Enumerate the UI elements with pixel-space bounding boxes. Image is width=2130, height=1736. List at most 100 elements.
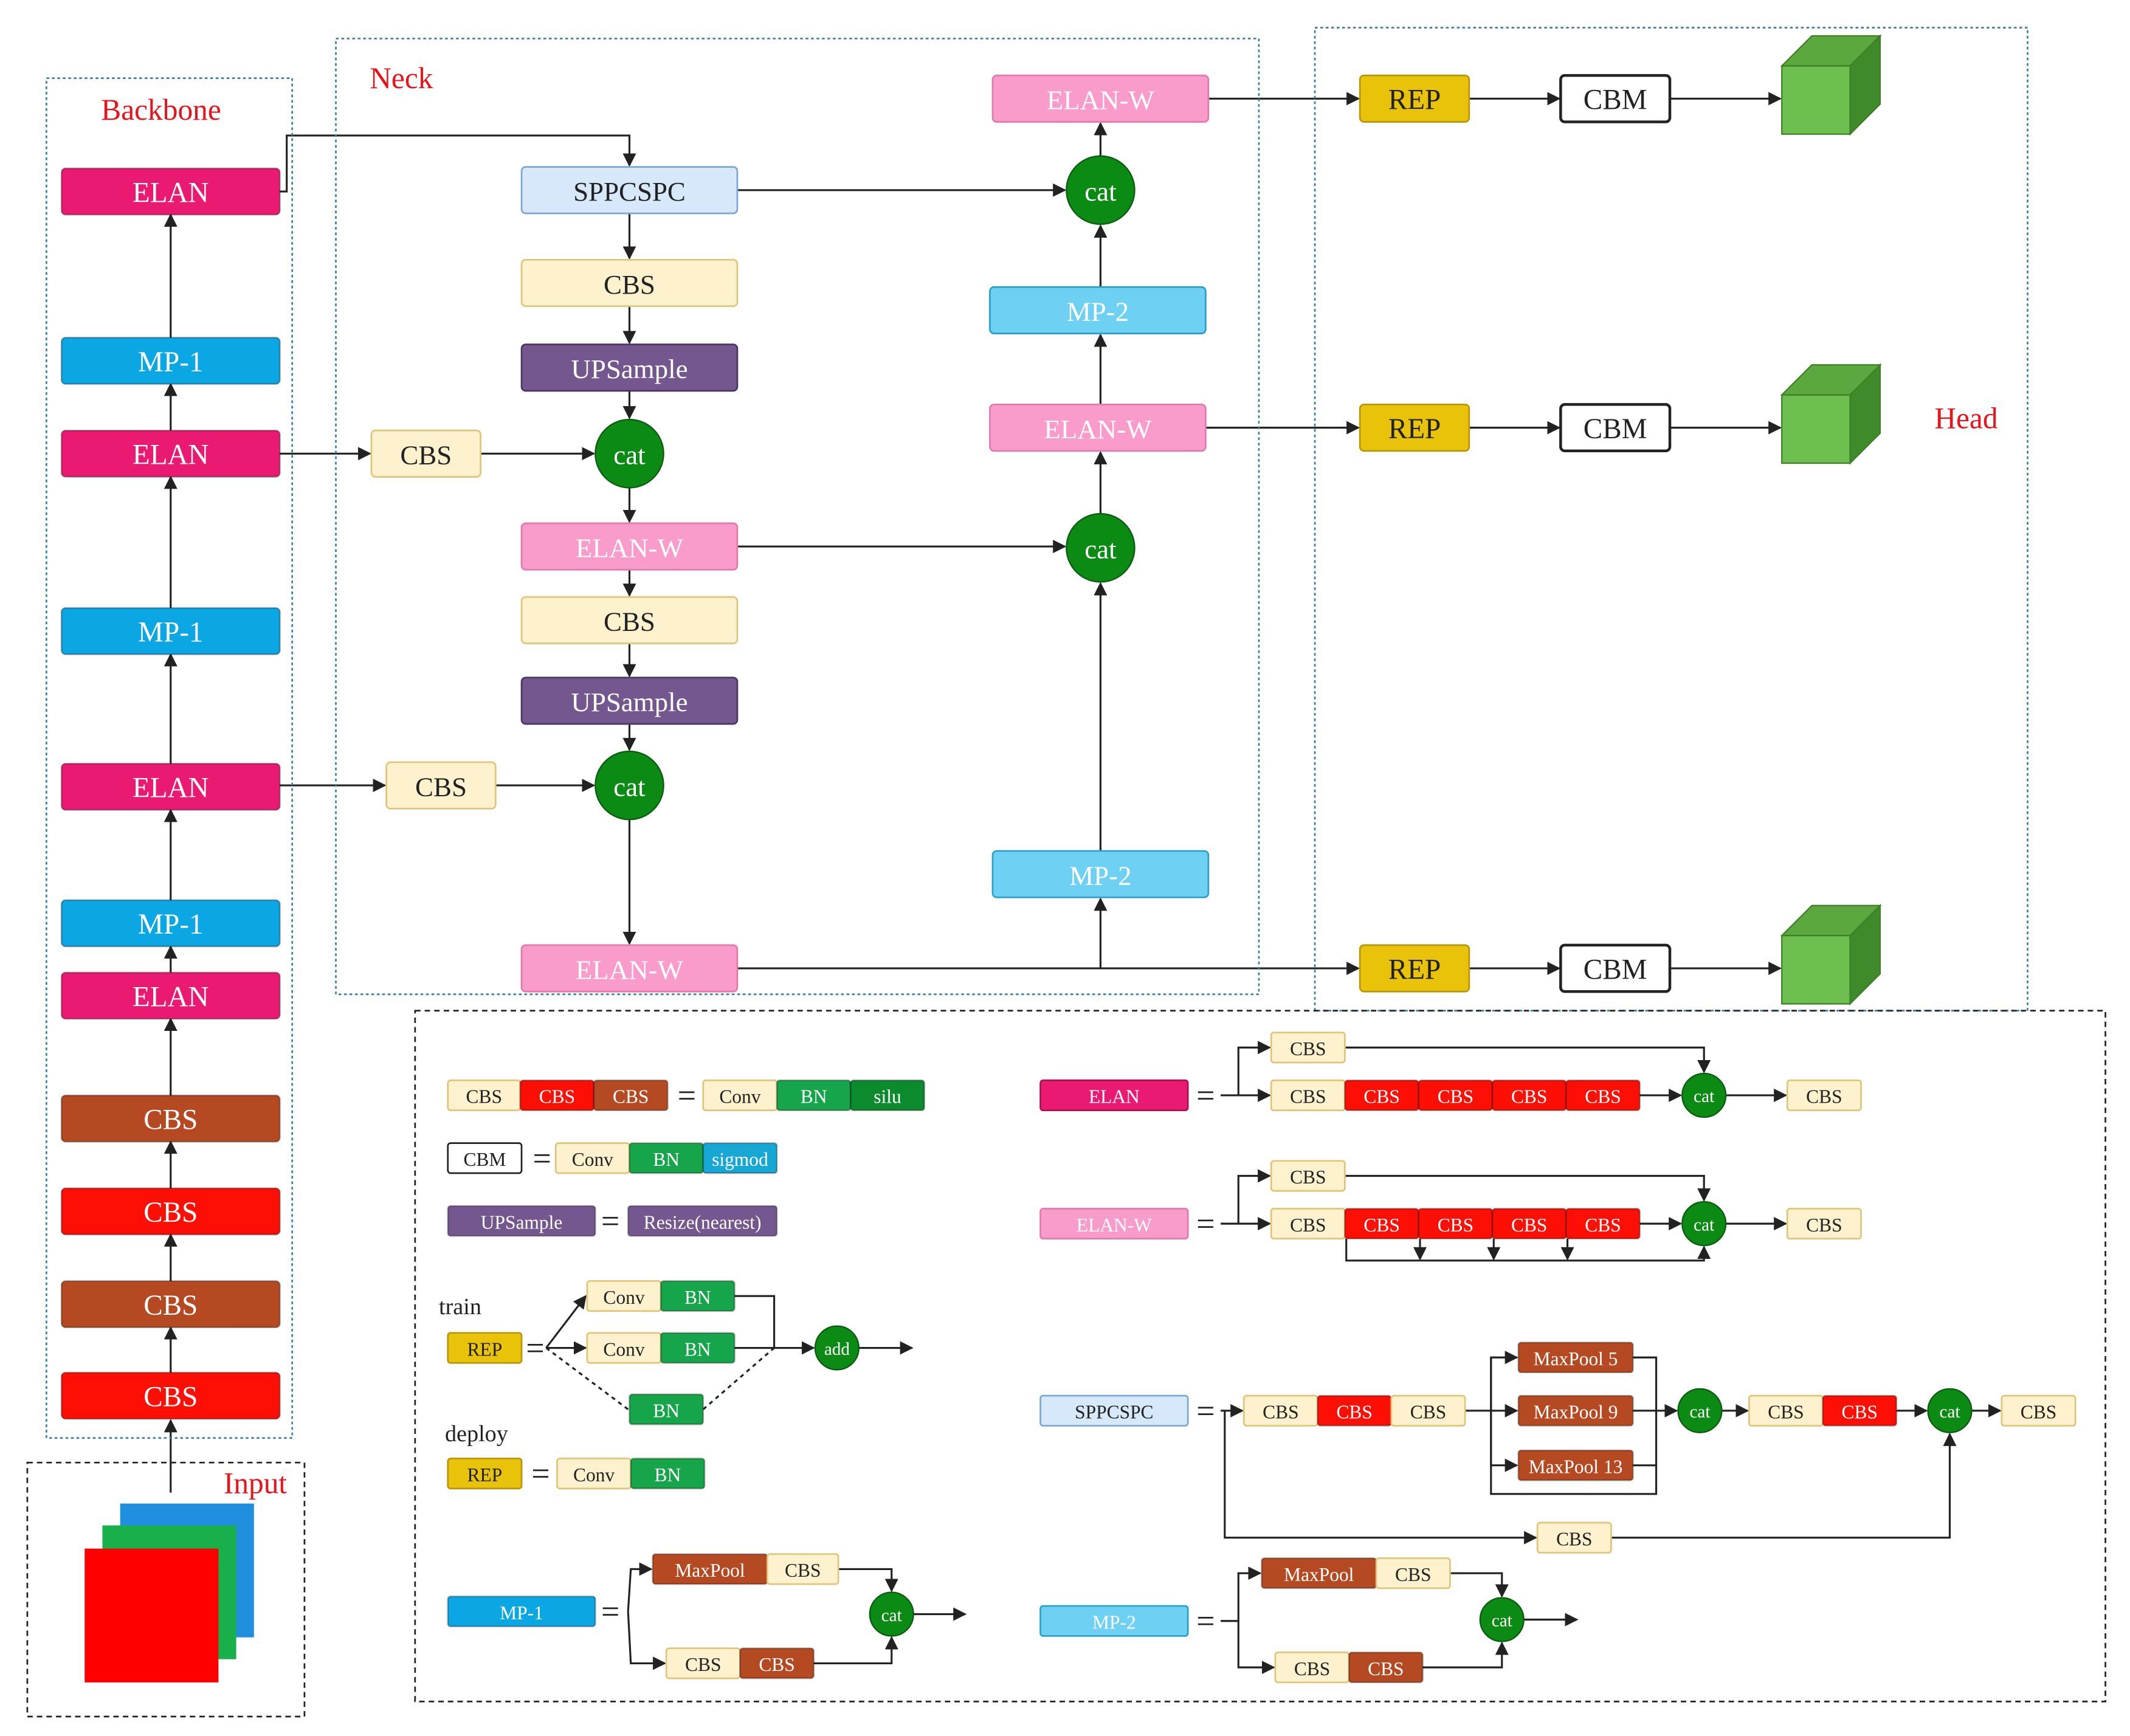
legend-rep-bn-1-label: BN bbox=[684, 1287, 711, 1308]
legend-elan-label: ELAN bbox=[1089, 1086, 1140, 1107]
legend-mp1 bbox=[447, 1595, 596, 1628]
backbone-mp1-2-label: MP-1 bbox=[138, 617, 203, 649]
legend-elanw-top-cbs bbox=[1270, 1160, 1346, 1192]
legend-elanw-top-cbs-label: CBS bbox=[1290, 1166, 1326, 1188]
legend-elanw-out-cbs-label: CBS bbox=[1806, 1214, 1842, 1236]
head-cbm-2-label: CBM bbox=[1584, 413, 1647, 445]
legend-upsample-equals-label: = bbox=[601, 1203, 619, 1239]
neck-mp2-lower bbox=[991, 850, 1210, 898]
head-rep-3-label: REP bbox=[1388, 954, 1441, 985]
legend-mp1-line-1 bbox=[627, 1562, 653, 1612]
input-title-label: Input bbox=[224, 1466, 288, 1500]
legend-sppcspc-cbs-2-label: CBS bbox=[1410, 1402, 1446, 1423]
neck-cat-3 bbox=[1066, 513, 1136, 583]
legend-cbs-equals-label: = bbox=[678, 1077, 696, 1114]
legend-cbm bbox=[447, 1142, 523, 1174]
legend-deploy-bn-label: BN bbox=[655, 1464, 681, 1486]
neck-cbs-1 bbox=[520, 258, 739, 308]
legend-mp2-label: MP-2 bbox=[1092, 1612, 1136, 1633]
legend-mp2-cbs-b2 bbox=[1348, 1652, 1424, 1684]
legend-mp1-cbs-top-label: CBS bbox=[785, 1560, 821, 1581]
legend-elan-chain-2-label: CBS bbox=[1438, 1086, 1473, 1107]
neck-elanw-1 bbox=[520, 522, 739, 571]
legend-mp1-cat-label: cat bbox=[881, 1606, 902, 1625]
neck-cat-2-label: cat bbox=[613, 771, 646, 802]
legend-cbm-bn-label: BN bbox=[653, 1149, 680, 1170]
backbone-elan-1-label: ELAN bbox=[133, 981, 209, 1013]
neck-cat-1-label: cat bbox=[613, 440, 646, 470]
legend-elan-cat-label: cat bbox=[1694, 1087, 1714, 1106]
neck-cat-3-label: cat bbox=[1084, 534, 1117, 565]
legend-sppcspc-label: SPPCSPC bbox=[1075, 1402, 1153, 1423]
neck-elanw-4 bbox=[991, 74, 1210, 123]
legend-rep-line-4 bbox=[734, 1295, 776, 1348]
neck-title-label: Neck bbox=[370, 61, 433, 95]
backbone-mp1-3 bbox=[60, 337, 281, 385]
legend-sppcspc-out-label: CBS bbox=[2021, 1402, 2056, 1423]
legend-mp1-label: MP-1 bbox=[500, 1602, 543, 1624]
legend-mp1-line-2 bbox=[627, 1611, 667, 1670]
legend-elan-chain-4-label: CBS bbox=[1585, 1086, 1621, 1107]
legend-upsample-label: UPSample bbox=[481, 1211, 562, 1233]
neck-cbs-2-label: CBS bbox=[604, 607, 655, 637]
legend-sppcspc-cat-2-label: cat bbox=[1939, 1402, 1960, 1422]
legend-sppcspc-pool-0-label: MaxPool 5 bbox=[1534, 1348, 1618, 1369]
neck-frame bbox=[335, 38, 1260, 996]
legend-sppcspc-cat-1 bbox=[1677, 1388, 1723, 1433]
legend-mp1-line-3 bbox=[838, 1568, 898, 1593]
head-rep-3 bbox=[1359, 944, 1470, 993]
legend-mp2-cbs-top bbox=[1375, 1557, 1451, 1590]
legend-mp1-cbs-b2 bbox=[739, 1647, 815, 1679]
backbone-title-label: Backbone bbox=[101, 93, 221, 126]
legend-mp2-line-3 bbox=[1450, 1572, 1509, 1598]
legend-cbs-brown-label: CBS bbox=[613, 1086, 649, 1107]
neck-elanw-3-label: ELAN-W bbox=[1044, 414, 1152, 444]
legend-sppcspc-cbs-4-label: CBS bbox=[1842, 1402, 1878, 1423]
legend-elan-top-cbs-label: CBS bbox=[1290, 1038, 1326, 1059]
backbone-frame bbox=[46, 77, 294, 1439]
legend-elanw-chain-4-label: CBS bbox=[1585, 1214, 1621, 1236]
legend-sppcspc-bypass bbox=[1536, 1521, 1612, 1554]
backbone-cbs-3 bbox=[60, 1187, 281, 1236]
head-frame bbox=[1314, 27, 2028, 1012]
legend-cbs-silu-label: silu bbox=[874, 1086, 901, 1107]
neck-cat-4-label: cat bbox=[1084, 176, 1117, 207]
legend-mp1-maxpool-label: MaxPool bbox=[675, 1560, 745, 1581]
legend-cbs-brown bbox=[593, 1079, 669, 1112]
neck-elanw-3 bbox=[989, 404, 1207, 452]
neck-side-cbs-2-label: CBS bbox=[415, 771, 467, 802]
legend-elan-top-cbs bbox=[1270, 1032, 1346, 1064]
neck-cbs-2 bbox=[520, 596, 739, 644]
legend-mp2-cbs-b2-label: CBS bbox=[1368, 1658, 1404, 1679]
legend-mp2-line-4 bbox=[1422, 1641, 1509, 1669]
legend-rep-bn-1 bbox=[660, 1280, 736, 1312]
neck-upsample-1-label: UPSample bbox=[571, 354, 688, 384]
head-rep-1-label: REP bbox=[1388, 84, 1441, 116]
legend-cbs-red-label: CBS bbox=[539, 1086, 575, 1107]
legend-sppcspc-bypass-label: CBS bbox=[1556, 1528, 1592, 1549]
head-cbm-3 bbox=[1559, 943, 1672, 993]
legend-cbm-sigmod bbox=[702, 1142, 778, 1174]
backbone-cbs-3-label: CBS bbox=[143, 1197, 198, 1228]
neck-elanw-2 bbox=[520, 944, 739, 993]
legend-rep-bn-2-label: BN bbox=[684, 1338, 711, 1360]
neck-cbs-1-label: CBS bbox=[604, 269, 655, 300]
legend-rep-bn-2 bbox=[660, 1332, 736, 1364]
head-output-cube-1 bbox=[1780, 34, 1882, 136]
legend-elan bbox=[1039, 1079, 1189, 1112]
legend-elanw-out-cbs bbox=[1786, 1208, 1862, 1240]
head-rep-1 bbox=[1359, 74, 1470, 123]
legend-rep-conv-1-label: Conv bbox=[603, 1287, 644, 1308]
connectors bbox=[164, 92, 2002, 1675]
backbone-elan-2-label: ELAN bbox=[133, 773, 209, 804]
neck-elanw-1-label: ELAN-W bbox=[576, 532, 684, 563]
legend-elan-chain-3-label: CBS bbox=[1511, 1086, 1547, 1107]
backbone-cbs-2 bbox=[60, 1280, 281, 1329]
backbone-elan-4 bbox=[60, 167, 281, 216]
neck-upsample-2-label: UPSample bbox=[571, 687, 688, 717]
legend-rep-train-label: REP bbox=[467, 1338, 503, 1360]
legend-sppcspc-cbs-2 bbox=[1390, 1394, 1466, 1427]
legend-rep-add-label: add bbox=[824, 1340, 850, 1359]
legend-sppcspc-pool-0 bbox=[1517, 1342, 1634, 1374]
